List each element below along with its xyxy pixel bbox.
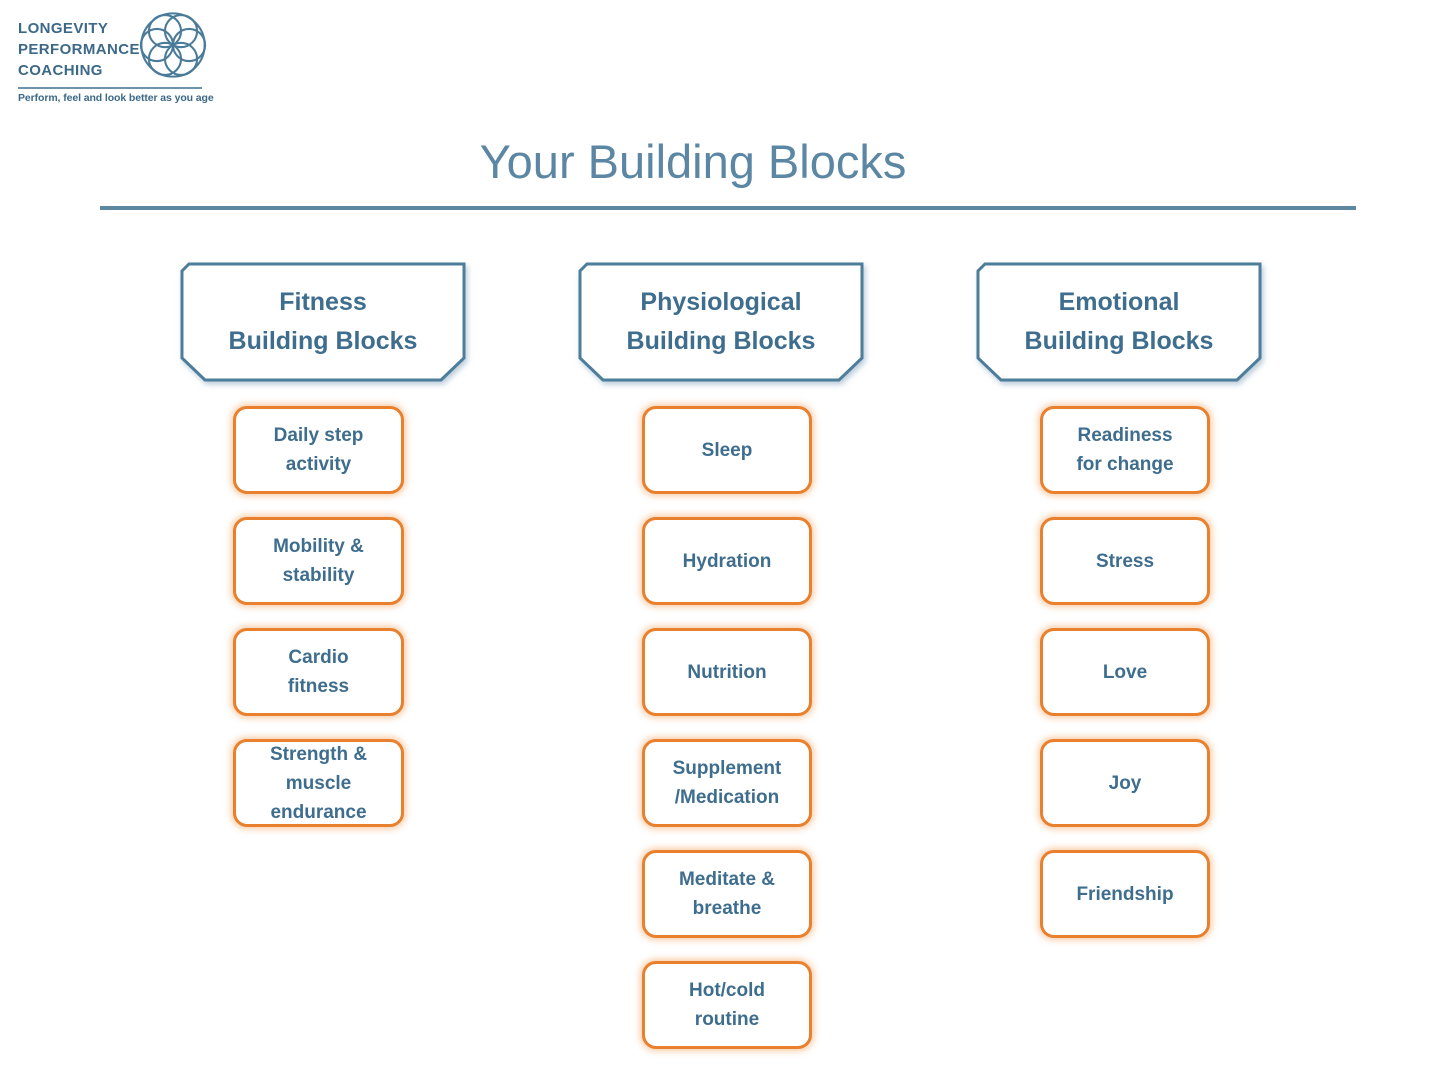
block-label: Meditate & breathe <box>678 869 776 919</box>
title-divider <box>100 206 1356 210</box>
snip-corner-shape <box>976 262 1262 382</box>
block-label: Readiness for change <box>1076 425 1174 475</box>
block-label: Daily step activity <box>273 425 364 475</box>
column-fitness: Daily step activity Mobility & stability… <box>233 406 404 827</box>
header-emotional: Emotional Building Blocks <box>976 262 1262 382</box>
block-label: Hydration <box>682 550 772 572</box>
block-label: Sleep <box>701 439 753 461</box>
block-label: Cardio fitness <box>287 647 350 697</box>
column-emotional: Readiness for change Stress Love Joy Fri… <box>1040 406 1210 938</box>
block-label: Nutrition <box>687 661 767 683</box>
flower-of-life-icon <box>139 12 207 78</box>
logo-divider <box>18 87 202 89</box>
block-label: Supplement /Medication <box>672 758 782 808</box>
block-sleep: Sleep <box>642 406 812 494</box>
header-label: Fitness Building Blocks <box>228 288 418 355</box>
block-love: Love <box>1040 628 1210 716</box>
block-friendship: Friendship <box>1040 850 1210 938</box>
block-label: Love <box>1102 661 1148 683</box>
logo-wordmark: LONGEVITY PERFORMANCE COACHING <box>18 20 140 79</box>
logo-tagline: Perform, feel and look better as you age <box>18 92 214 104</box>
block-label: Friendship <box>1076 883 1174 905</box>
block-label: Strength & muscle endurance <box>269 743 368 823</box>
block-label: Joy <box>1108 772 1142 794</box>
header-fitness: Fitness Building Blocks <box>180 262 466 382</box>
header-label: Physiological Building Blocks <box>626 288 816 355</box>
block-cardio-fitness: Cardio fitness <box>233 628 404 716</box>
block-label: Stress <box>1095 550 1155 572</box>
block-mobility-stability: Mobility & stability <box>233 517 404 605</box>
snip-corner-shape <box>578 262 864 382</box>
block-strength-muscle-endurance: Strength & muscle endurance <box>233 739 404 827</box>
block-nutrition: Nutrition <box>642 628 812 716</box>
block-hot-cold-routine: Hot/cold routine <box>642 961 812 1049</box>
page-title: Your Building Blocks <box>479 135 907 188</box>
snip-corner-shape <box>180 262 466 382</box>
block-hydration: Hydration <box>642 517 812 605</box>
block-stress: Stress <box>1040 517 1210 605</box>
column-physiological: Sleep Hydration Nutrition Supplement /Me… <box>642 406 812 1049</box>
block-label: Mobility & stability <box>273 536 364 586</box>
block-meditate-breathe: Meditate & breathe <box>642 850 812 938</box>
header-label: Emotional Building Blocks <box>1024 288 1214 355</box>
block-readiness-for-change: Readiness for change <box>1040 406 1210 494</box>
block-joy: Joy <box>1040 739 1210 827</box>
block-label: Hot/cold routine <box>689 980 765 1030</box>
block-daily-step-activity: Daily step activity <box>233 406 404 494</box>
header-physiological: Physiological Building Blocks <box>578 262 864 382</box>
block-supplement-medication: Supplement /Medication <box>642 739 812 827</box>
